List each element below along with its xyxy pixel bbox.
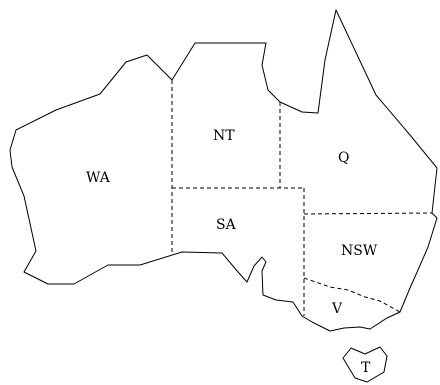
label-wa: WA [86, 170, 111, 186]
tasmania-coastline [342, 346, 388, 383]
label-v: V [331, 301, 343, 317]
label-nt: NT [213, 128, 235, 144]
label-t: T [361, 360, 371, 376]
mainland-coastline [9, 9, 438, 332]
label-q: Q [338, 150, 349, 166]
label-sa: SA [216, 217, 237, 233]
label-nsw: NSW [341, 243, 378, 259]
border-nsw-v [303, 277, 401, 313]
border-q-nsw [303, 212, 433, 215]
